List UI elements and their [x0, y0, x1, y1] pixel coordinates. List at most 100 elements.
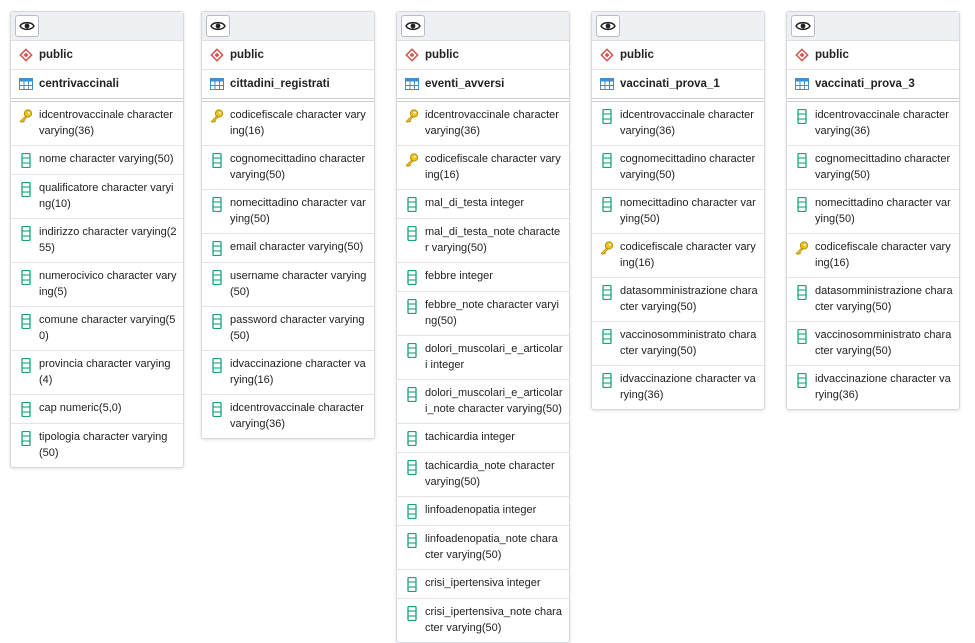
- primary-key-icon: [19, 108, 33, 123]
- column-row: datasomministrazione character varying(5…: [787, 278, 959, 322]
- column-label: datasomministrazione character varying(5…: [620, 285, 758, 313]
- column-label: febbre_note character varying(50): [425, 299, 559, 327]
- column-icon: [19, 431, 33, 446]
- column-label: tachicardia_note character varying(50): [425, 460, 555, 488]
- column-label: idvaccinazione character varying(16): [230, 358, 366, 386]
- column-row: vaccinosomministrato character varying(5…: [592, 322, 764, 366]
- column-row: codicefiscale character varying(16): [592, 234, 764, 278]
- column-row: cognomecittadino character varying(50): [202, 146, 374, 190]
- column-label: cognomecittadino character varying(50): [815, 153, 951, 181]
- column-label: linfoadenopatia_note character varying(5…: [425, 533, 558, 561]
- column-icon: [600, 285, 614, 300]
- eye-icon[interactable]: [791, 15, 815, 37]
- column-icon: [19, 358, 33, 373]
- column-label: idcentrovaccinale character varying(36): [815, 109, 949, 137]
- primary-key-icon: [600, 240, 614, 255]
- column-label: password character varying(50): [230, 314, 365, 342]
- column-row: username character varying(50): [202, 263, 374, 307]
- column-label: cap numeric(5,0): [39, 402, 122, 414]
- column-label: codicefiscale character varying(16): [425, 153, 561, 181]
- column-row: idcentrovaccinale character varying(36): [592, 102, 764, 146]
- table-name: cittadini_registrati: [230, 78, 330, 90]
- table-name: vaccinati_prova_3: [815, 78, 915, 90]
- column-label: vaccinosomministrato character varying(5…: [815, 329, 952, 357]
- column-icon: [210, 314, 224, 329]
- column-icon: [405, 270, 419, 285]
- column-icon: [405, 387, 419, 402]
- column-row: dolori_muscolari_e_articolari_note chara…: [397, 380, 569, 424]
- column-icon: [405, 226, 419, 241]
- column-label: idvaccinazione character varying(36): [815, 373, 951, 401]
- column-row: numerocivico character varying(5): [11, 263, 183, 307]
- table-node-vaccinati-prova-3[interactable]: public vaccinati_prova_3 idcentrovaccinale…: [786, 11, 960, 410]
- column-label: comune character varying(50): [39, 314, 176, 342]
- column-label: username character varying(50): [230, 270, 367, 298]
- column-row: tachicardia integer: [397, 424, 569, 453]
- column-label: tipologia character varying(50): [39, 431, 168, 459]
- column-icon: [210, 241, 224, 256]
- table-name-row: vaccinati_prova_3: [787, 70, 959, 99]
- column-row: linfoadenopatia_note character varying(5…: [397, 526, 569, 570]
- column-row: email character varying(50): [202, 234, 374, 263]
- column-row: qualificatore character varying(10): [11, 175, 183, 219]
- column-row: febbre_note character varying(50): [397, 292, 569, 336]
- column-icon: [600, 373, 614, 388]
- schema-icon: [19, 48, 33, 63]
- table-node-centrivaccinali[interactable]: public centrivaccinali idcentrovaccinale c…: [10, 11, 184, 468]
- column-label: crisi_ipertensiva integer: [425, 577, 541, 589]
- column-label: mal_di_testa_note character varying(50): [425, 226, 561, 254]
- column-icon: [600, 197, 614, 212]
- column-row: nomecittadino character varying(50): [592, 190, 764, 234]
- column-label: idcentrovaccinale character varying(36): [425, 109, 559, 137]
- eye-icon[interactable]: [596, 15, 620, 37]
- eye-icon[interactable]: [206, 15, 230, 37]
- node-header: [397, 12, 569, 41]
- column-icon: [405, 299, 419, 314]
- column-row: idvaccinazione character varying(36): [592, 366, 764, 409]
- column-list: idcentrovaccinale character varying(36) c…: [787, 101, 959, 409]
- schema-icon: [795, 48, 809, 63]
- table-icon: [19, 77, 33, 92]
- table-name: vaccinati_prova_1: [620, 78, 720, 90]
- node-header: [11, 12, 183, 41]
- column-row: mal_di_testa_note character varying(50): [397, 219, 569, 263]
- column-icon: [795, 197, 809, 212]
- column-row: nome character varying(50): [11, 146, 183, 175]
- column-icon: [19, 182, 33, 197]
- column-list: idcentrovaccinale character varying(36) n…: [11, 101, 183, 467]
- column-icon: [19, 314, 33, 329]
- column-icon: [210, 270, 224, 285]
- column-label: tachicardia integer: [425, 431, 515, 443]
- schema-name: public: [620, 49, 654, 61]
- schema-row: public: [787, 41, 959, 70]
- eye-icon[interactable]: [401, 15, 425, 37]
- column-label: idcentrovaccinale character varying(36): [230, 402, 364, 430]
- column-row: tipologia character varying(50): [11, 424, 183, 467]
- column-row: idcentrovaccinale character varying(36): [397, 102, 569, 146]
- schema-icon: [600, 48, 614, 63]
- table-icon: [600, 77, 614, 92]
- table-node-vaccinati-prova-1[interactable]: public vaccinati_prova_1 idcentrovaccinale…: [591, 11, 765, 410]
- column-row: idcentrovaccinale character varying(36): [787, 102, 959, 146]
- column-row: linfoadenopatia integer: [397, 497, 569, 526]
- column-row: cognomecittadino character varying(50): [592, 146, 764, 190]
- node-header: [787, 12, 959, 41]
- table-icon: [405, 77, 419, 92]
- column-label: idcentrovaccinale character varying(36): [620, 109, 754, 137]
- table-name: centrivaccinali: [39, 78, 119, 90]
- column-label: nomecittadino character varying(50): [620, 197, 756, 225]
- schema-name: public: [39, 49, 73, 61]
- column-label: dolori_muscolari_e_articolari_note chara…: [425, 387, 563, 415]
- column-label: crisi_ipertensiva_note character varying…: [425, 606, 562, 634]
- eye-icon[interactable]: [15, 15, 39, 37]
- column-icon: [210, 358, 224, 373]
- column-row: nomecittadino character varying(50): [202, 190, 374, 234]
- table-icon: [210, 77, 224, 92]
- column-icon: [210, 197, 224, 212]
- column-row: idcentrovaccinale character varying(36): [11, 102, 183, 146]
- column-label: nome character varying(50): [39, 153, 174, 165]
- table-name-row: eventi_avversi: [397, 70, 569, 99]
- column-icon: [600, 153, 614, 168]
